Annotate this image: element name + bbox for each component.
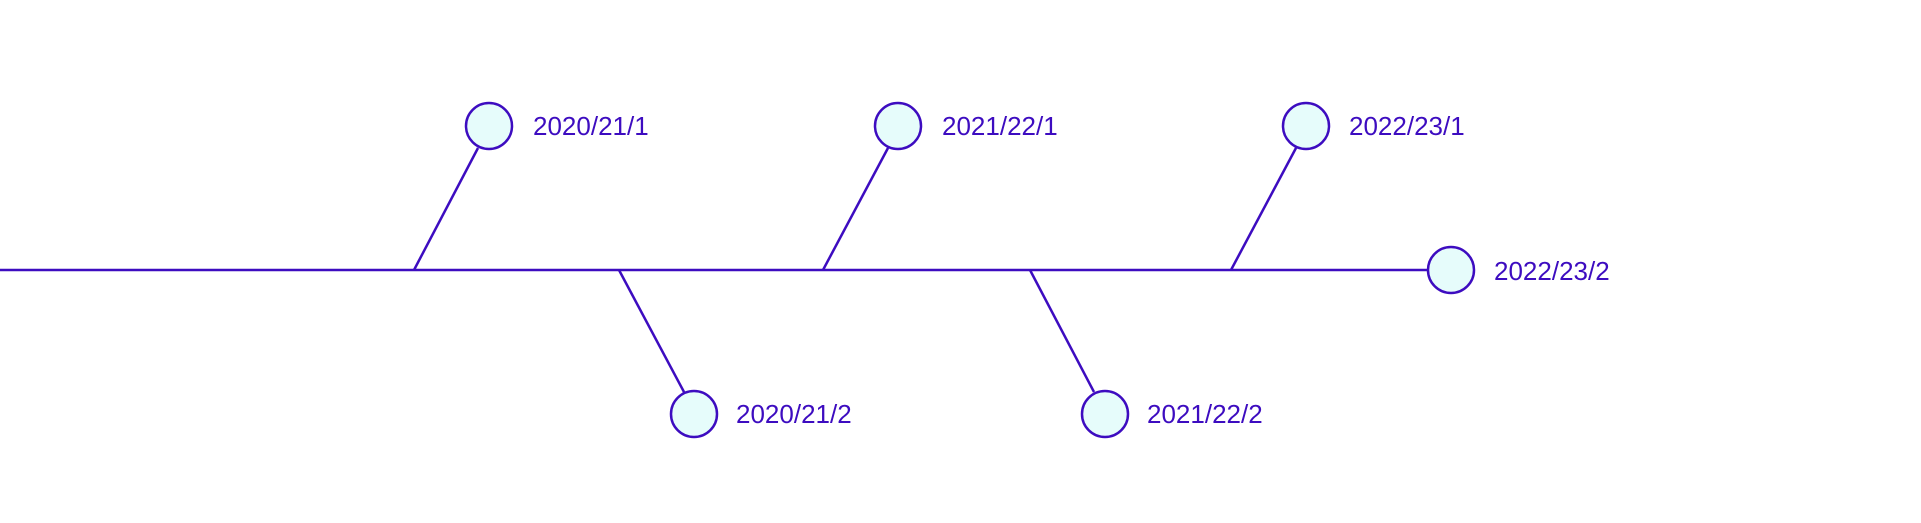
milestone-node bbox=[1080, 389, 1130, 439]
milestone-node bbox=[464, 101, 514, 151]
milestone-2020-21-1: 2020/21/1 bbox=[412, 101, 649, 271]
connector-line bbox=[1229, 147, 1298, 271]
milestone-label: 2022/23/1 bbox=[1349, 111, 1465, 141]
milestone-2021-22-2: 2021/22/2 bbox=[1028, 269, 1263, 439]
connector-line bbox=[1028, 269, 1096, 393]
milestone-node bbox=[1426, 245, 1476, 295]
milestone-node bbox=[1281, 101, 1331, 151]
milestone-2022-23-2: 2022/23/2 bbox=[1426, 245, 1610, 295]
milestone-label: 2021/22/1 bbox=[942, 111, 1058, 141]
milestone-2021-22-1: 2021/22/1 bbox=[821, 101, 1058, 271]
milestone-2022-23-1: 2022/23/1 bbox=[1229, 101, 1465, 271]
milestone-node bbox=[873, 101, 923, 151]
milestone-label: 2020/21/1 bbox=[533, 111, 649, 141]
milestone-label: 2020/21/2 bbox=[736, 399, 852, 429]
connector-line bbox=[412, 147, 480, 271]
connector-line bbox=[617, 269, 686, 393]
milestone-node bbox=[669, 389, 719, 439]
milestone-label: 2022/23/2 bbox=[1494, 256, 1610, 286]
connector-line bbox=[821, 147, 890, 271]
milestone-label: 2021/22/2 bbox=[1147, 399, 1263, 429]
milestone-2020-21-2: 2020/21/2 bbox=[617, 269, 852, 439]
